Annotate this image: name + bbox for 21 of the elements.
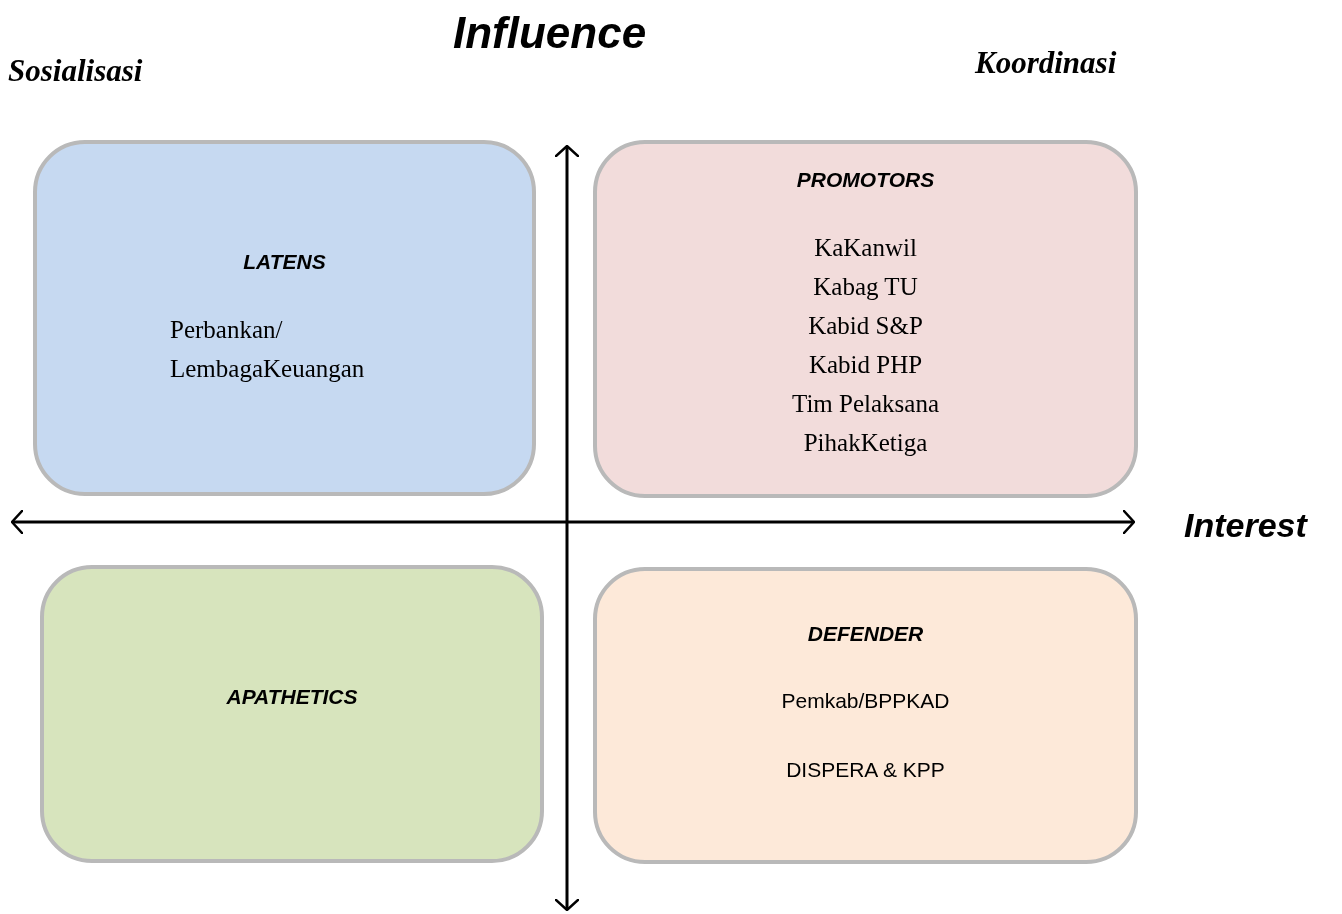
quadrant-text: KaKanwil: [813, 233, 918, 263]
axis-title: Interest: [1184, 506, 1307, 545]
quadrant-box: [593, 140, 1138, 498]
axis-title: Influence: [453, 8, 647, 58]
quadrant-text: Tim Pelaksana: [791, 389, 940, 419]
quadrant-label: Sosialisasi: [8, 53, 143, 89]
quadrant-box: [33, 140, 536, 496]
quadrant-text: Kabid PHP: [807, 350, 924, 380]
quadrant-text: Kabag TU: [812, 272, 919, 302]
quadrant-box: [40, 565, 544, 863]
quadrant-box: [593, 567, 1138, 864]
quadrant-text: PihakKetiga: [802, 428, 929, 458]
quadrant-text: DISPERA & KPP: [785, 758, 946, 782]
quadrant-heading: PROMOTORS: [795, 168, 936, 192]
quadrant-heading: LATENS: [242, 250, 327, 274]
quadrant-heading: APATHETICS: [225, 685, 359, 709]
quadrant-text: Pemkab/BPPKAD: [780, 689, 951, 713]
quadrant-heading: DEFENDER: [806, 622, 925, 646]
quadrant-text: Perbankan/ LembagaKeuangan: [170, 315, 366, 384]
quadrant-label: Koordinasi: [975, 45, 1117, 81]
quadrant-text: Kabid S&P: [807, 311, 924, 341]
